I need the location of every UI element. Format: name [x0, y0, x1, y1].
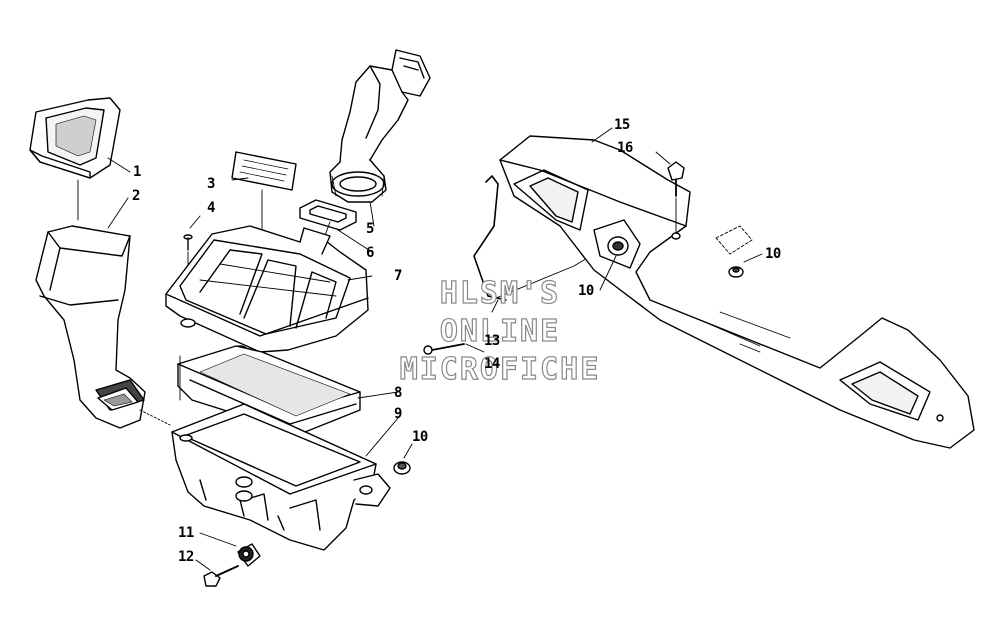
part-10-grommet-left — [393, 461, 411, 475]
part-5-hose-boot — [329, 49, 431, 203]
part-10-grommet-right — [715, 225, 753, 278]
leader-6 — [337, 229, 373, 253]
leader-7 — [347, 275, 373, 281]
callout-13: 13 — [484, 333, 500, 349]
part-8-air-filter — [177, 345, 361, 435]
leader-3 — [231, 177, 249, 181]
callout-15: 15 — [614, 117, 630, 133]
leader-13 — [491, 299, 499, 313]
callout-16: 16 — [617, 140, 633, 156]
callout-8: 8 — [394, 385, 402, 401]
callout-4: 4 — [207, 200, 215, 216]
part-1-intake-screen — [29, 97, 121, 179]
callout-7: 7 — [394, 268, 402, 284]
leader-10b — [599, 255, 617, 291]
callout-5: 5 — [366, 221, 374, 237]
leader-duct-box — [139, 409, 171, 426]
part-4-screw — [183, 234, 193, 251]
leader-10a — [403, 443, 413, 459]
leader-2 — [107, 197, 129, 229]
callout-14: 14 — [484, 356, 500, 372]
watermark-line-2: ONLINE — [439, 313, 561, 349]
part-2-intake-duct — [35, 225, 146, 429]
leader-5 — [369, 201, 375, 227]
callout-12: 12 — [178, 549, 194, 565]
part-15-intake-silencer — [499, 135, 975, 449]
watermark-line-3: MICROFICHE — [399, 351, 601, 387]
leader-16 — [655, 151, 671, 165]
part-6-gasket — [299, 199, 357, 231]
leader-11 — [199, 532, 237, 547]
part-14-screw — [423, 343, 465, 355]
leader-15 — [591, 127, 613, 143]
callout-10-right: 10 — [765, 246, 781, 262]
part-3-decal — [231, 151, 297, 191]
part-12-bolt — [203, 565, 239, 587]
leader-8 — [357, 391, 399, 399]
watermark-line-1: HLSM'S — [439, 275, 561, 311]
callout-3: 3 — [207, 176, 215, 192]
callout-10-mid: 10 — [578, 283, 594, 299]
part-9-airbox-base — [171, 403, 391, 551]
callout-10-left: 10 — [412, 429, 428, 445]
part-16-bolt — [667, 161, 685, 197]
callout-11: 11 — [178, 525, 194, 541]
callout-2: 2 — [132, 188, 140, 204]
leader-4 — [189, 215, 201, 229]
leader-12 — [195, 559, 211, 571]
leader-10c — [743, 253, 763, 263]
leader-1 — [107, 157, 131, 173]
part-7-airbox-cover — [165, 225, 369, 355]
part-11-grommet — [237, 543, 261, 567]
callout-9: 9 — [394, 406, 402, 422]
leader-14 — [465, 343, 485, 353]
callout-1: 1 — [133, 164, 141, 180]
callout-6: 6 — [366, 245, 374, 261]
leader-9 — [365, 417, 399, 457]
